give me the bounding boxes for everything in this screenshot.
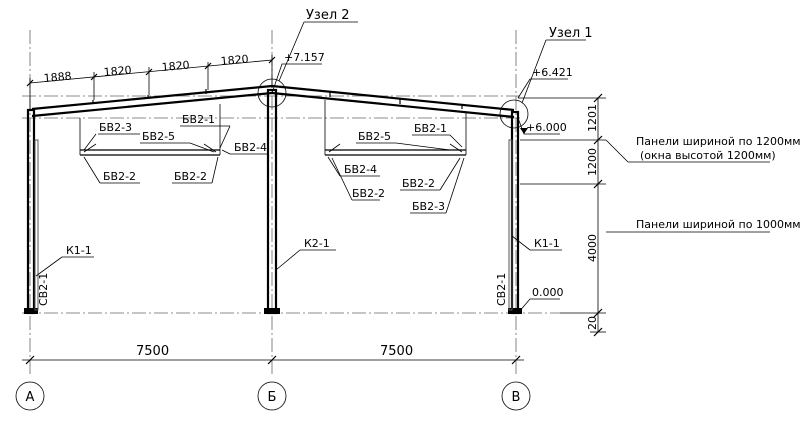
right-bv2-3: БВ2-3 [412,200,445,213]
left-bv2-2b: БВ2-2 [174,170,207,183]
right-dim-4000: 4000 [586,234,599,262]
wall-post-cv-right: СВ2-1 [495,273,508,306]
axis-label-a: А [26,390,35,405]
right-bv2-1: БВ2-1 [414,122,447,135]
left-bv2-1: БВ2-1 [182,113,215,126]
top-dim-2: 1820 [103,64,132,79]
column-k1-left: К1-1 [66,244,92,257]
bottom-dim-2: 7500 [380,344,413,359]
elev-ground: 0.000 [532,286,564,299]
top-dim-3: 1820 [161,59,190,74]
axis-bubbles [15,381,531,411]
left-bay-leaders [83,125,268,184]
right-bay-leaders [327,134,465,214]
right-bv2-4: БВ2-4 [344,163,377,176]
top-dim-1: 1888 [43,70,72,85]
right-bv2-5: БВ2-5 [358,130,391,143]
column-k1-right: К1-1 [534,237,560,250]
bottom-dimension-chain [22,355,524,365]
right-dimension-chain [518,93,606,337]
left-bay-window-frame [79,104,221,156]
left-bv2-4: БВ2-4 [234,141,267,154]
elevation-marks [271,63,568,314]
wall-post-cv-left: СВ2-1 [37,273,50,306]
axis-label-v: В [512,390,521,405]
right-dim-20: 20 [586,316,599,330]
columns [24,88,522,315]
left-bv2-5: БВ2-5 [142,130,175,143]
right-bay-window-frame [324,100,467,156]
left-bv2-2a: БВ2-2 [103,170,136,183]
elev-ridge: +7.157 [284,51,325,64]
right-bv2-2b: БВ2-2 [402,177,435,190]
panel-1200-note-line1: Панели шириной по 1200мм [636,135,800,148]
top-dim-4: 1820 [220,53,249,68]
right-dim-1201: 1201 [586,104,599,132]
elev-eave: +6.421 [532,66,573,79]
node-markers [257,21,586,129]
panel-1200-note-line2: (окна высотой 1200мм) [640,149,776,162]
column-k2: К2-1 [304,237,330,250]
node2-label: Узел 2 [306,8,350,23]
panel-note-leaders [605,139,770,233]
panel-1000-note: Панели шириной по 1000мм [636,218,800,231]
rafters [31,84,515,119]
right-dim-1200: 1200 [586,148,599,176]
axis-lines [22,30,560,375]
elev-6000: +6.000 [526,121,567,134]
top-dimension-chain [26,55,276,110]
column-leaders [35,235,562,277]
axis-label-b: Б [268,390,277,405]
right-bv2-2a: БВ2-2 [352,187,385,200]
bottom-dim-1: 7500 [136,344,169,359]
left-bv2-3: БВ2-3 [99,121,132,134]
node1-label: Узел 1 [549,26,593,41]
